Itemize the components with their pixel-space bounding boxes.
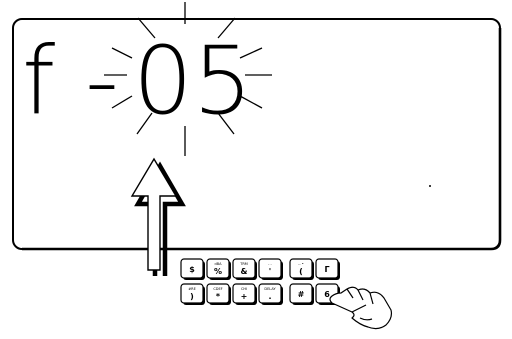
key-sub-label: TRM: [239, 262, 248, 266]
key-sub-label: CHI: [241, 287, 247, 291]
key-main-label: %: [214, 267, 222, 276]
lcd-dot: [429, 185, 431, 187]
key-sub-label: -- •: [298, 262, 304, 266]
key-1-4[interactable]: - -': [259, 259, 283, 280]
key-2-4[interactable]: DELAY.: [259, 284, 283, 305]
key-main-label: ': [269, 267, 271, 276]
key-1-1[interactable]: $: [181, 259, 205, 280]
display-value: 05: [133, 27, 253, 136]
key-main-label: $: [189, 265, 195, 274]
key-sub-label: #RE: [188, 287, 196, 291]
key-main-label: #: [298, 290, 305, 299]
display-prefix: f: [22, 27, 55, 136]
key-2-5[interactable]: #: [290, 284, 314, 305]
key-main-label: 6: [324, 290, 330, 299]
key-sub-label: dBA: [214, 262, 222, 266]
key-main-label: ): [190, 292, 194, 301]
lcd-display: f - 05: [13, 2, 500, 249]
key-main-label: Γ: [324, 265, 329, 274]
key-1-2[interactable]: dBA%: [207, 259, 231, 280]
display-dash: -: [85, 27, 119, 136]
key-1-5[interactable]: -- •(: [290, 259, 314, 280]
key-main-label: +: [241, 292, 248, 301]
key-sub-label: CDEF: [213, 287, 222, 291]
hand-pointer-icon: [330, 287, 391, 328]
key-main-label: .: [268, 292, 271, 301]
key-1-6[interactable]: Γ: [316, 259, 340, 280]
keypad: $dBA%TRM&- -'-- •(Γ#RE)CDEF*CHI+DELAY.#6: [181, 259, 340, 305]
key-main-label: (: [299, 267, 303, 276]
key-sub-label: DELAY: [264, 287, 276, 291]
key-2-3[interactable]: CHI+: [233, 284, 257, 305]
key-2-2[interactable]: CDEF*: [207, 284, 231, 305]
key-main-label: &: [241, 267, 248, 276]
key-1-3[interactable]: TRM&: [233, 259, 257, 280]
key-2-1[interactable]: #RE): [181, 284, 205, 305]
